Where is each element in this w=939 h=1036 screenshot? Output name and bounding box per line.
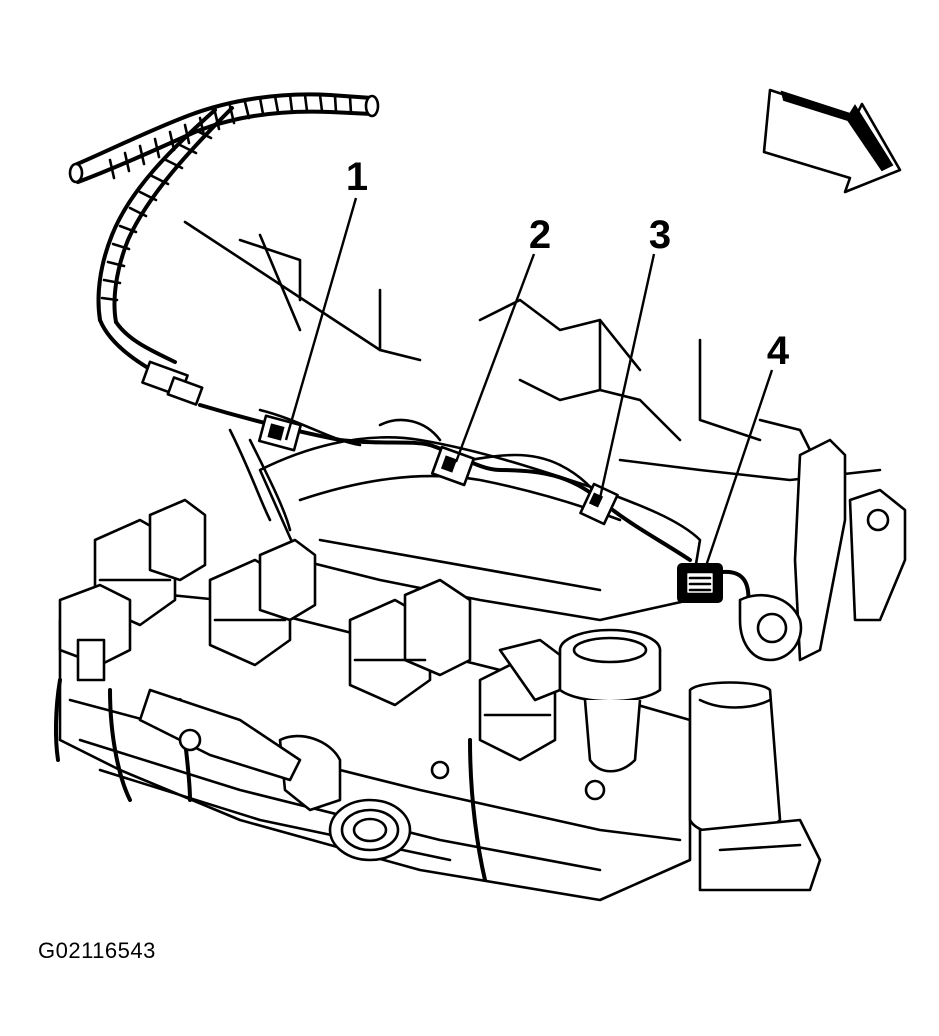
- air-intake-duct: [138, 688, 606, 862]
- front-direction-arrow-icon: [762, 88, 902, 194]
- ignition-coil-pack-left: [53, 498, 562, 882]
- callout-leaders: [284, 197, 774, 567]
- connector-4: [677, 563, 751, 607]
- callout-1: 1: [346, 155, 368, 199]
- oil-fill-cap: [558, 628, 662, 773]
- ignition-coil: [58, 583, 132, 682]
- connector-2: [430, 445, 476, 487]
- figure-code: G02116543: [38, 938, 156, 963]
- ignition-coil: [478, 638, 562, 762]
- callout-labels: 1 2 3 4: [346, 155, 790, 373]
- ignition-coil: [208, 538, 317, 667]
- throttle-body: [688, 593, 822, 892]
- wiring-harness-loom: [68, 92, 380, 406]
- ignition-coil: [348, 578, 472, 707]
- callout-3: 3: [649, 213, 671, 257]
- engine-block-outline: [58, 220, 907, 902]
- callout-4: 4: [767, 329, 790, 373]
- connector-3: [579, 482, 619, 526]
- callout-2: 2: [529, 213, 551, 257]
